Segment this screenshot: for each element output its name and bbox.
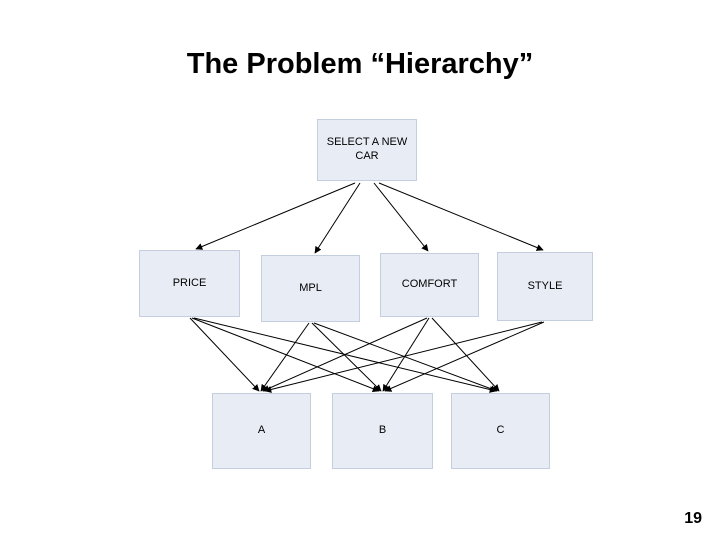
- edge-price-b: [191, 317, 380, 392]
- edge-mpl-b: [311, 322, 382, 392]
- edge-comfort-b: [382, 317, 430, 392]
- node-alternative-a[interactable]: A: [212, 393, 311, 469]
- node-goal-label: SELECT A NEW CAR: [326, 136, 408, 162]
- edge-mpl-c: [313, 322, 498, 393]
- node-alternative-b-label: B: [378, 424, 387, 437]
- node-alternative-c[interactable]: C: [451, 393, 550, 469]
- node-style-label: STYLE: [527, 279, 563, 292]
- edge-goal-price: [195, 182, 356, 250]
- edge-goal-comfort: [373, 182, 429, 252]
- edge-goal-style: [378, 182, 544, 251]
- node-alternative-a-label: A: [257, 424, 266, 437]
- page-title: The Problem “Hierarchy”: [186, 48, 534, 80]
- edge-style-a: [264, 321, 543, 393]
- edge-comfort-c: [431, 317, 500, 392]
- edge-goal-mpl: [314, 182, 361, 254]
- edge-style-b: [384, 321, 545, 392]
- node-style[interactable]: STYLE: [497, 252, 593, 321]
- node-mpl[interactable]: MPL: [261, 255, 360, 322]
- edge-price-a: [189, 317, 260, 392]
- node-price-label: PRICE: [172, 276, 207, 289]
- edge-comfort-a: [262, 317, 428, 392]
- page-number: 19: [684, 510, 702, 527]
- node-comfort[interactable]: COMFORT: [380, 253, 479, 317]
- node-price[interactable]: PRICE: [139, 250, 240, 317]
- node-alternative-c-label: C: [496, 424, 505, 437]
- edge-mpl-a: [260, 322, 310, 392]
- node-goal[interactable]: SELECT A NEW CAR: [317, 119, 417, 181]
- node-mpl-label: MPL: [299, 281, 322, 294]
- node-alternative-b[interactable]: B: [332, 393, 433, 469]
- node-comfort-label: COMFORT: [401, 278, 458, 291]
